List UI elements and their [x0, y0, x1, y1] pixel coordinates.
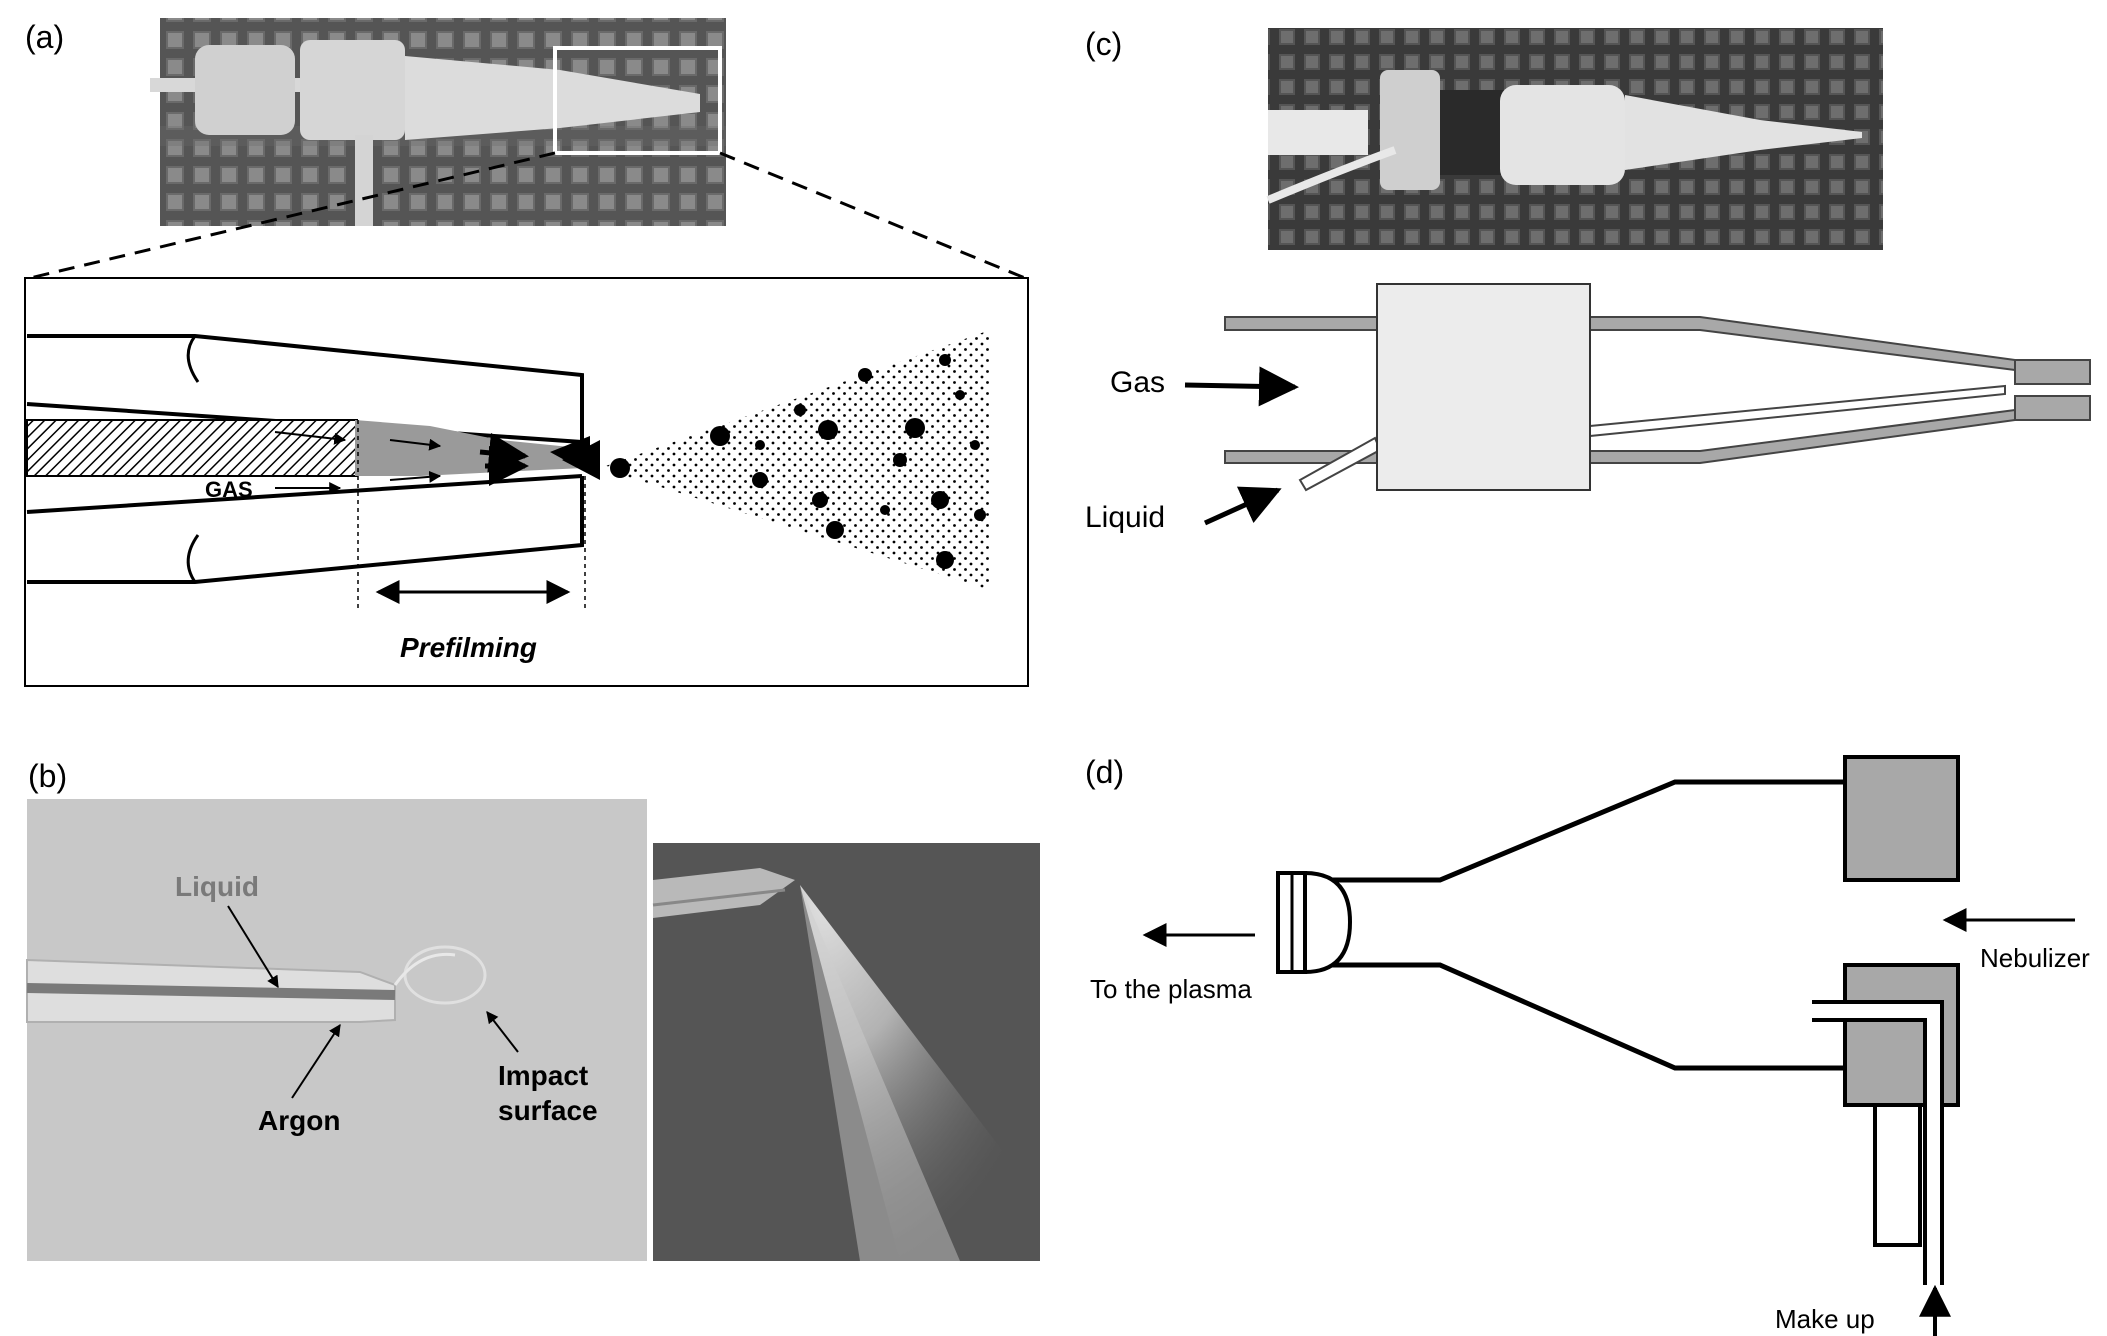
gas-label-c: Gas — [1110, 366, 1165, 399]
panel-a-photo — [150, 18, 726, 226]
liquid-label-c: Liquid — [1085, 501, 1165, 534]
panel-c-photo — [1266, 28, 1883, 250]
plasma-label: To the plasma — [1090, 974, 1252, 1004]
impact-label-line2: surface — [498, 1095, 598, 1126]
panel-b-photo-left: Liquid Argon Impact surface — [26, 799, 647, 1261]
gas-label-a: GAS — [205, 477, 253, 502]
zoom-box — [553, 46, 722, 155]
panel-c-schematic: Gas Liquid — [1085, 283, 2091, 534]
panel-a: (a) — [24, 18, 1029, 687]
prefilming-label: Prefilming — [400, 632, 537, 663]
panel-b: (b) Liquid Argon Impact surface — [26, 758, 1040, 1261]
panel-d: (d) To the plasma Nebulizer Make up — [1085, 754, 2090, 1336]
panel-c-letter: (c) — [1085, 26, 1122, 62]
liquid-label-b: Liquid — [175, 871, 259, 902]
panel-b-letter: (b) — [28, 758, 67, 794]
nebulizer-label: Nebulizer — [1980, 943, 2090, 973]
panel-d-schematic: To the plasma Nebulizer Make up — [1090, 755, 2090, 1336]
prefilming-schematic: GAS Prefilming — [24, 277, 1029, 687]
argon-label: Argon — [258, 1105, 340, 1136]
panel-a-letter: (a) — [25, 19, 64, 55]
panel-d-letter: (d) — [1085, 754, 1124, 790]
panel-b-photo-right — [652, 843, 1040, 1261]
panel-c: (c) Gas Liquid — [1085, 26, 2091, 534]
impact-label-line1: Impact — [498, 1060, 588, 1091]
makeup-label: Make up — [1775, 1304, 1875, 1334]
